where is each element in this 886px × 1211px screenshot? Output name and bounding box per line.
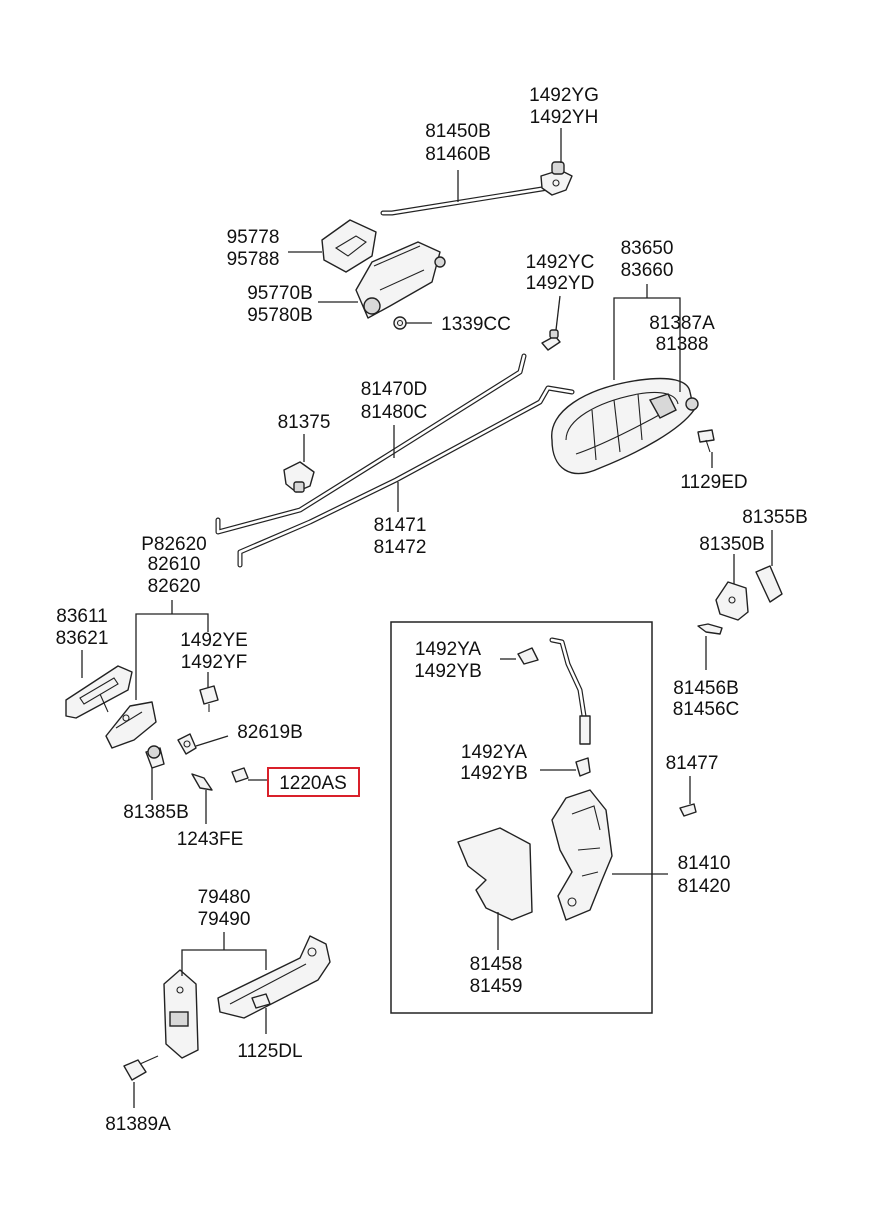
screw-81477[interactable] (679, 803, 697, 817)
label-81471: 81471 (374, 515, 427, 536)
label-1492ya-top: 1492YA (415, 639, 482, 660)
label-81388: 81388 (656, 334, 709, 355)
label-1220as: 1220AS (279, 773, 347, 794)
leader-82619b (195, 735, 229, 747)
bolt-1125dl[interactable] (251, 993, 271, 1009)
label-81355b: 81355B (742, 507, 808, 528)
label-81450b: 81450B (425, 121, 491, 142)
latch-81410[interactable] (551, 789, 613, 921)
label-83621: 83621 (56, 628, 109, 649)
label-1492ya-mid: 1492YA (461, 742, 528, 763)
label-79490: 79490 (198, 909, 251, 930)
label-81459: 81459 (470, 976, 523, 997)
clip-81375[interactable] (283, 461, 315, 493)
bracket-81350b[interactable] (715, 581, 749, 621)
pad-81355b[interactable] (755, 565, 783, 603)
bolt-81456b[interactable] (697, 623, 723, 635)
label-1492yb-mid: 1492YB (460, 763, 528, 784)
label-81389a: 81389A (105, 1114, 171, 1135)
screw-1220as[interactable] (231, 767, 249, 783)
label-81420: 81420 (678, 876, 731, 897)
nut-1339cc[interactable] (393, 316, 407, 330)
pin-81385b[interactable] (145, 745, 165, 769)
label-81385b: 81385B (123, 802, 189, 823)
clip-1492ya-mid[interactable] (575, 757, 591, 777)
label-83660: 83660 (621, 260, 674, 281)
label-1492yf: 1492YF (181, 652, 248, 673)
label-95788: 95788 (227, 249, 280, 270)
bolt-81389a[interactable] (123, 1055, 159, 1081)
rod-81470d[interactable] (215, 353, 527, 535)
label-81470d: 81470D (361, 379, 428, 400)
label-81472: 81472 (374, 537, 427, 558)
label-82620: 82620 (148, 576, 201, 597)
leader-79480 (181, 949, 267, 976)
label-81477: 81477 (666, 753, 719, 774)
label-1243fe: 1243FE (177, 829, 244, 850)
label-81460b: 81460B (425, 144, 491, 165)
label-82610: 82610 (148, 554, 201, 575)
clip-1492ya-top[interactable] (517, 647, 539, 665)
label-p82620: P82620 (141, 534, 207, 555)
label-95778: 95778 (227, 227, 280, 248)
rod-81471[interactable] (237, 385, 575, 568)
striker-79480[interactable] (163, 969, 199, 1059)
clip-1492yc[interactable] (541, 329, 561, 351)
label-1492yh: 1492YH (530, 107, 599, 128)
clip-1492yg[interactable] (540, 161, 573, 196)
label-81387a: 81387A (649, 313, 715, 334)
label-82619b: 82619B (237, 722, 303, 743)
cover-81458[interactable] (457, 827, 533, 921)
screw-1129ed[interactable] (697, 429, 715, 453)
actuator-95770b[interactable] (355, 241, 446, 319)
label-1129ed: 1129ED (680, 472, 747, 493)
label-1125dl: 1125DL (237, 1041, 302, 1062)
label-81350b: 81350B (699, 534, 765, 555)
label-83650: 83650 (621, 238, 674, 259)
rod-81450b[interactable] (380, 177, 561, 216)
leader-1492yc (555, 295, 561, 331)
label-81375: 81375 (278, 412, 331, 433)
label-95770b: 95770B (247, 283, 313, 304)
label-81480c: 81480C (361, 402, 428, 423)
label-1339cc: 1339CC (441, 314, 511, 335)
lock-82610[interactable] (105, 701, 157, 749)
washer-82619b[interactable] (177, 733, 197, 755)
label-1492yb-top: 1492YB (414, 661, 482, 682)
label-95780b: 95780B (247, 305, 313, 326)
label-81458: 81458 (470, 954, 523, 975)
label-1492ye: 1492YE (180, 630, 248, 651)
label-1492yd: 1492YD (526, 273, 595, 294)
bolt-1243fe[interactable] (191, 773, 213, 791)
label-81410: 81410 (678, 853, 731, 874)
label-83611: 83611 (56, 606, 107, 627)
door-checker-79490[interactable] (217, 935, 331, 1019)
label-79480: 79480 (198, 887, 251, 908)
label-1492yg: 1492YG (529, 85, 599, 106)
outside-handle-83650[interactable] (551, 377, 699, 475)
inside-handle-83611[interactable] (65, 665, 133, 719)
rod-1492ya[interactable] (549, 637, 591, 745)
label-1492yc: 1492YC (526, 252, 595, 273)
label-81456c: 81456C (673, 699, 740, 720)
bracket-95778[interactable] (321, 219, 377, 273)
label-81456b: 81456B (673, 678, 739, 699)
clip-1492ye[interactable] (199, 685, 219, 712)
lock-assembly-box (390, 621, 653, 1014)
highlight-box-1220as (267, 767, 360, 797)
